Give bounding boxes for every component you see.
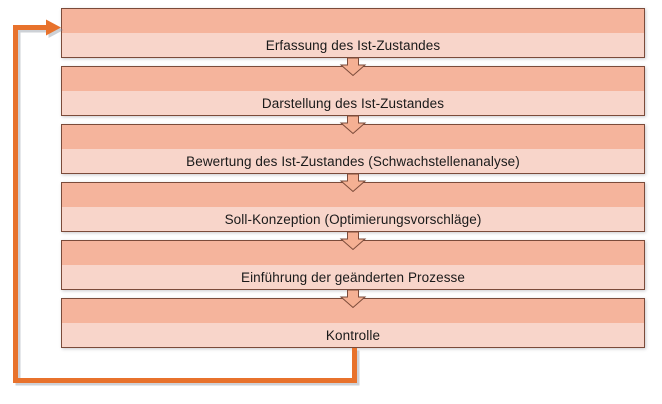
- down-arrow-icon: [339, 173, 367, 193]
- down-arrow-icon: [339, 57, 367, 77]
- down-arrow-icon: [339, 115, 367, 135]
- step-label: Erfassung des Ist-Zustandes: [265, 37, 441, 53]
- down-arrow-icon: [339, 231, 367, 251]
- process-step-box[interactable]: Erfassung des Ist-Zustandes: [61, 8, 645, 58]
- down-arrow-icon: [339, 289, 367, 309]
- feedback-loop-arrowhead: [46, 19, 61, 36]
